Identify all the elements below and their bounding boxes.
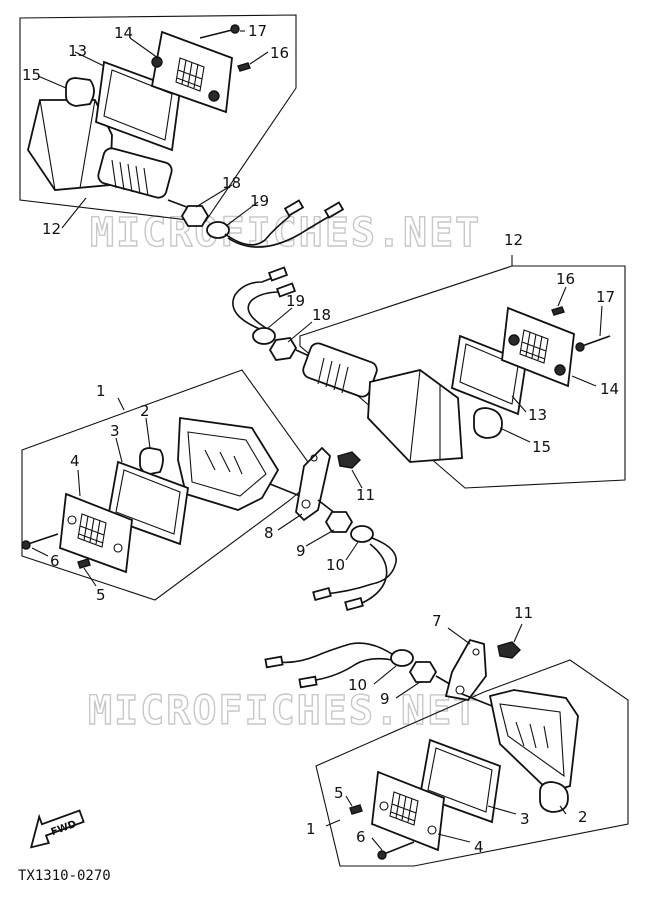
nut-18-top — [180, 205, 210, 227]
stalk-12-right — [302, 342, 378, 398]
rear-left-turn-signal-assembly — [21, 369, 397, 612]
callout-5-bottom: 5 — [334, 784, 344, 802]
screw-6-bottom — [383, 841, 415, 855]
callout-6: 6 — [50, 552, 60, 570]
callout-13-right: 13 — [528, 406, 547, 424]
callout-19: 19 — [250, 192, 269, 210]
watermark-bottom: MICROFICHES.NET — [88, 688, 479, 734]
callout-17: 17 — [248, 22, 267, 40]
stalk-12 — [97, 147, 173, 199]
callout-15: 15 — [22, 66, 41, 84]
callout-13: 13 — [68, 42, 87, 60]
bracket-7 — [444, 638, 487, 701]
screw-6 — [27, 533, 59, 545]
callout-6-bottom: 6 — [356, 828, 366, 846]
bulb-15-top — [65, 77, 95, 107]
connector-mid-a — [312, 586, 332, 602]
connector-bottom-b — [298, 675, 318, 689]
rear-right-turn-signal-assembly — [264, 638, 629, 867]
callout-14: 14 — [114, 24, 133, 42]
bracket-8 — [295, 446, 331, 522]
callout-2: 2 — [140, 402, 150, 420]
callout-3: 3 — [110, 422, 120, 440]
grommet-19-top — [206, 221, 230, 239]
callout-12: 12 — [42, 220, 61, 238]
callout-18: 18 — [222, 174, 241, 192]
watermark-top: MICROFICHES.NET — [90, 210, 481, 256]
grommet-10-bottom — [390, 649, 414, 667]
bulb-15-right — [473, 407, 503, 439]
callout-7-bottom: 7 — [432, 612, 442, 630]
lens-4-bottom — [371, 770, 445, 852]
assembly-outline-top-left — [19, 14, 297, 223]
callout-11: 11 — [356, 486, 375, 504]
bulb-2 — [139, 447, 164, 475]
callout-9: 9 — [296, 542, 306, 560]
nut-9-bottom — [408, 661, 438, 683]
lens-4 — [59, 492, 133, 574]
screw-16-top — [237, 62, 251, 72]
callout-5: 5 — [96, 586, 106, 604]
forward-arrow-icon: FWD — [29, 809, 85, 849]
callout-2-bottom: 2 — [578, 808, 588, 826]
nut-9 — [324, 511, 354, 533]
callout-11-bottom: 11 — [514, 604, 533, 622]
screw-17-top — [199, 29, 233, 39]
callout-18-right: 18 — [312, 306, 331, 324]
screw-16-right — [551, 306, 565, 316]
callout-4-bottom: 4 — [474, 838, 484, 856]
connector-right-a — [267, 266, 289, 282]
callout-12-right: 12 — [504, 231, 523, 249]
callout-16: 16 — [270, 44, 289, 62]
callout-19-right: 19 — [286, 292, 305, 310]
nut-18-right — [268, 337, 298, 361]
bolt-11-bottom — [497, 641, 521, 659]
screw-5 — [77, 558, 91, 569]
callout-17-right: 17 — [596, 288, 615, 306]
front-left-turn-signal-assembly — [19, 14, 345, 248]
connector-right-b — [275, 282, 297, 298]
grommet-10 — [350, 525, 374, 543]
callout-9-bottom: 9 — [380, 690, 390, 708]
callout-15-right: 15 — [532, 438, 551, 456]
screw-5-bottom — [349, 804, 363, 815]
assembly-outline-bottom-right — [315, 659, 629, 867]
callout-8: 8 — [264, 524, 274, 542]
callout-10-bottom: 10 — [348, 676, 367, 694]
callout-10: 10 — [326, 556, 345, 574]
bolt-11 — [337, 451, 361, 469]
bulb-2-bottom — [539, 781, 569, 813]
diagram-code: TX1310-0270 — [18, 868, 111, 884]
callout-4: 4 — [70, 452, 80, 470]
connector-top-a — [283, 199, 305, 217]
connector-top-b — [323, 201, 345, 219]
front-right-turn-signal-assembly — [232, 255, 626, 489]
grommet-19-right — [252, 327, 276, 345]
assembly-outline-middle-left — [21, 369, 319, 601]
lens-housing-1 — [177, 416, 280, 511]
callout-1: 1 — [96, 382, 106, 400]
callout-3-bottom: 3 — [520, 810, 530, 828]
callout-14-right: 14 — [600, 380, 619, 398]
connector-bottom-a — [264, 655, 284, 669]
screw-17-right — [581, 335, 611, 347]
callout-16-right: 16 — [556, 270, 575, 288]
callout-1-bottom: 1 — [306, 820, 316, 838]
connector-mid-b — [344, 596, 364, 612]
